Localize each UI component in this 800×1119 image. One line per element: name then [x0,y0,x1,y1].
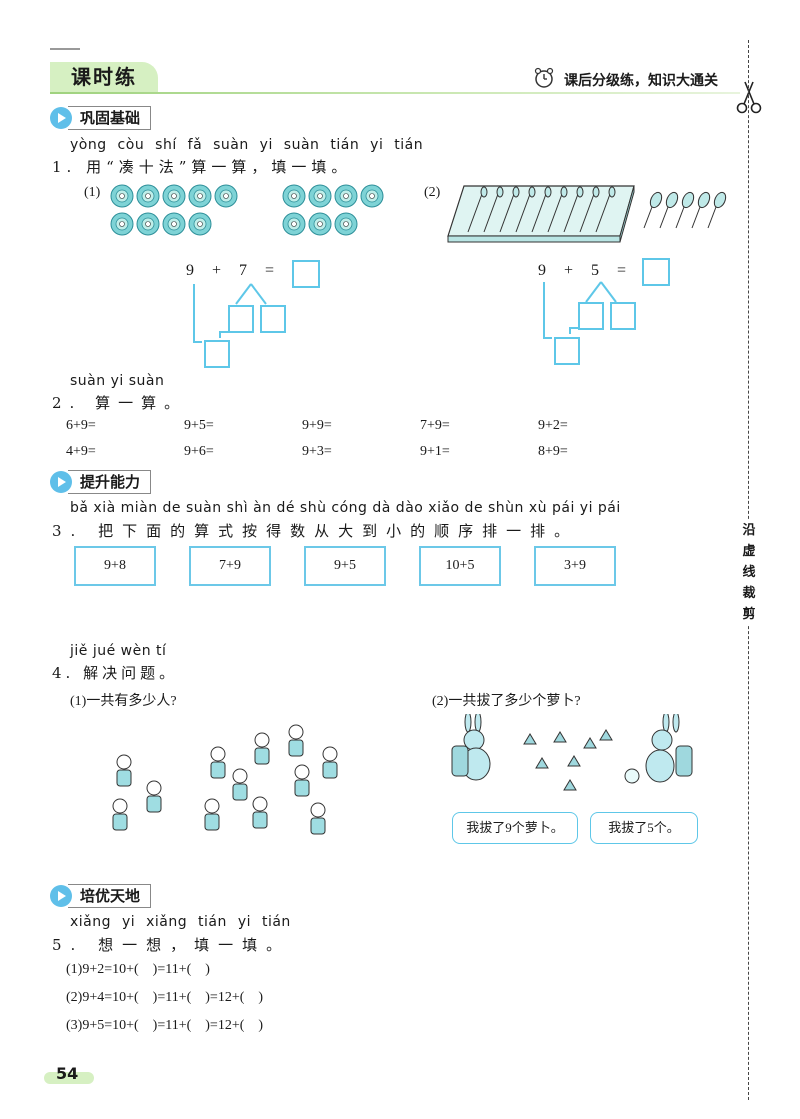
q1-p1-answer-box[interactable] [292,260,320,288]
q1-p2-split-box-b[interactable] [610,302,636,330]
q1-p2-equals: = [617,262,627,279]
q1-p2-split-box-a[interactable] [578,302,604,330]
play-icon [50,885,72,907]
section-advanced: 培优天地 [50,884,152,908]
section-basic: 巩固基础 [50,106,152,130]
q1-text: 1. 用“凑十法”算一算，填一填。 [52,158,352,176]
q2-item: 9+3= [302,444,332,459]
q4-part1-text: (1)一共有多少人? [70,694,177,709]
q1-p1-equation: 9 + 7 = [186,262,274,280]
q2-item: 7+9= [420,418,450,433]
q2-item: 9+9= [302,418,332,433]
q1-p1-split-box-b[interactable] [260,305,286,333]
q2-item: 9+6= [184,444,214,459]
section-improve: 提升能力 [50,470,152,494]
header-rule [50,92,740,94]
q1-p2-plus: + [564,262,574,279]
page-title: 课时练 [50,62,158,92]
q1-pinyin: yòng còu shí fǎ suàn yi suàn tián yi tiá… [70,137,424,153]
q4-part2-text: (2)一共拔了多少个萝卜? [432,694,581,709]
page-number-highlight [44,1072,94,1084]
section-advanced-label: 培优天地 [68,884,152,908]
q3-expression-box: 9+5 [304,546,386,586]
rabbits-illustration [444,711,702,850]
q5-text: 5. 想一想，填一填。 [52,936,291,954]
q2-pinyin: suàn yi suàn [70,373,165,389]
q3-text: 3. 把下面的算式按得数从大到小的顺序排一排。 [52,522,579,540]
q1-p1-equals: = [265,262,275,279]
q1-p1-addend-b: 7 [239,262,248,279]
q5-line: (1)9+2=10+( )=11+( ) [66,962,210,977]
speech-bubble-right: 我拔了5个。 [590,812,698,844]
play-icon [50,471,72,493]
q2-item: 6+9= [66,418,96,433]
q1-p2-sum-box[interactable] [554,337,580,365]
q2-item: 9+5= [184,418,214,433]
q1-p1-addend-a: 9 [186,262,194,279]
flowers-illustration [108,180,404,248]
q2-item: 9+1= [420,444,450,459]
q1-p1-split-box-a[interactable] [228,305,254,333]
q1-p1-sum-box[interactable] [204,340,230,368]
q1-p2-addend-a: 9 [538,262,546,279]
page-number: 54 [56,1064,79,1083]
q4-pinyin: jiě jué wèn tí [70,643,167,659]
q3-expression-box: 3+9 [534,546,616,586]
scissors-icon [736,80,762,120]
top-mark [50,40,80,50]
q1-part1-label: (1) [84,185,101,200]
q3-expression-box: 9+8 [74,546,156,586]
section-improve-label: 提升能力 [68,470,152,494]
children-illustration [100,714,356,850]
q4-text: 4. 解决问题。 [52,664,179,682]
q1-p1-plus: + [212,262,222,279]
q2-item: 9+2= [538,418,568,433]
q5-line: (2)9+4=10+( )=11+( )=12+( ) [66,990,264,1005]
q1-part2-label: (2) [424,185,441,200]
q3-expression-box: 7+9 [189,546,271,586]
header-slogan: 课后分级练，知识大通关 [564,73,718,89]
q2-item: 8+9= [538,444,568,459]
cut-label: 沿虚线裁剪 [742,520,756,625]
q5-pinyin: xiǎng yi xiǎng tián yi tián [70,914,291,930]
q3-expression-box: 10+5 [419,546,501,586]
play-icon [50,107,72,129]
section-basic-label: 巩固基础 [68,106,152,130]
speech-bubble-left: 我拔了9个萝卜。 [452,812,578,844]
q3-pinyin: bǎ xià miàn de suàn shì àn dé shù cóng d… [70,500,621,516]
spoons-illustration [444,180,734,248]
q1-p2-equation: 9 + 5 = [538,262,626,280]
alarm-clock-icon [532,66,556,90]
q1-p2-addend-b: 5 [591,262,600,279]
q2-item: 4+9= [66,444,96,459]
q2-text: 2. 算一算。 [52,394,188,412]
q5-line: (3)9+5=10+( )=11+( )=12+( ) [66,1018,264,1033]
q1-p2-answer-box[interactable] [642,258,670,286]
